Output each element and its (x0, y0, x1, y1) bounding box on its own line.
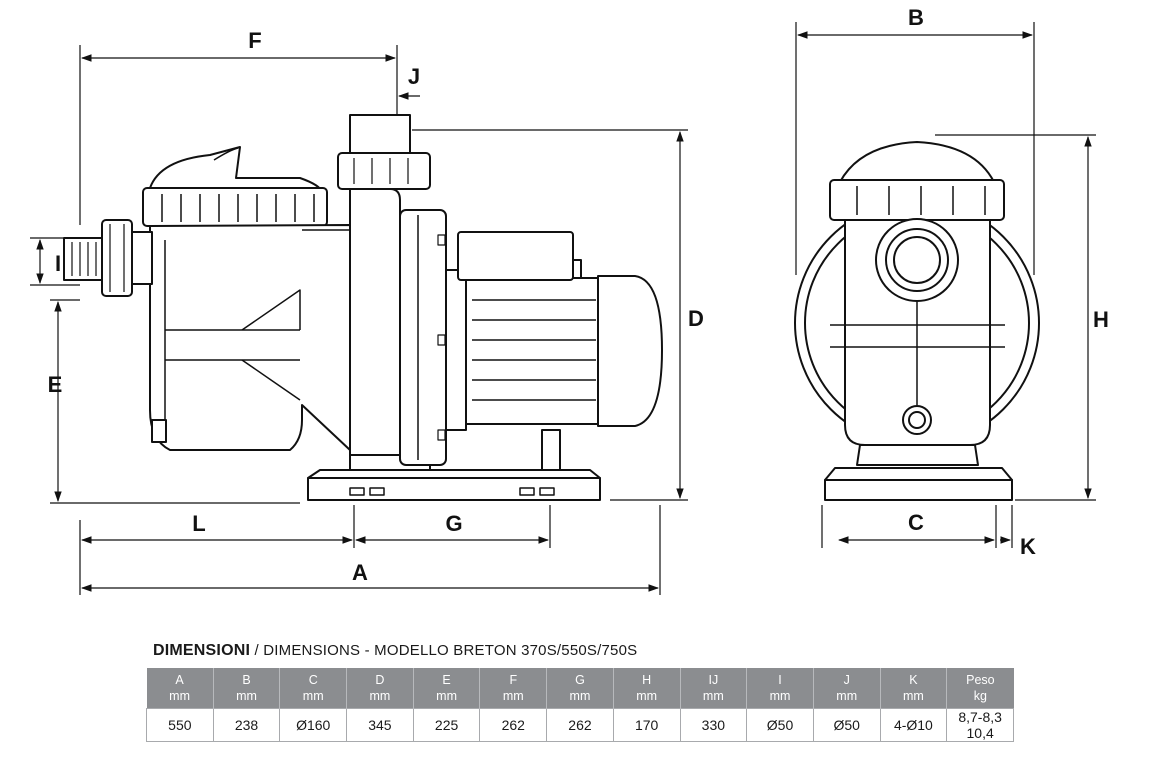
dim-label-f: F (248, 28, 261, 53)
col-unit: mm (302, 689, 324, 703)
col-unit: mm (502, 689, 524, 703)
col-unit: mm (636, 689, 658, 703)
caption-title: DIMENSIONI (153, 642, 251, 659)
pump-side-view (63, 114, 663, 501)
col-unit: kg (973, 689, 987, 703)
dim-label-k: K (1020, 534, 1036, 559)
cell-peso: 8,7-8,3 10,4 (946, 708, 1014, 742)
col-name: A (175, 673, 184, 687)
col-unit: mm (236, 689, 257, 703)
dim-label-c: C (908, 510, 924, 535)
caption-subtitle: / DIMENSIONS - MODELLO BRETON 370S/550S/… (254, 642, 638, 659)
col-unit: mm (702, 689, 724, 703)
dimensions-caption: DIMENSIONI / DIMENSIONS - MODELLO BRETON… (153, 642, 637, 660)
col-name: B (242, 673, 251, 687)
pump-dimension-drawing: F J I E D L G A B H C K (30, 5, 1109, 595)
cell-h: 170 (612, 708, 681, 742)
cell-b: 238 (212, 708, 281, 742)
cell-c: Ø160 (279, 708, 348, 742)
col-name: K (909, 673, 918, 687)
col-name: I (778, 673, 782, 687)
col-unit: mm (569, 689, 591, 703)
col-name: F (509, 673, 518, 687)
dim-label-i: I (55, 251, 61, 276)
dim-label-l: L (192, 511, 205, 536)
col-unit: mm (369, 689, 391, 703)
pump-front-view (794, 141, 1040, 501)
cell-a: 550 (146, 708, 214, 742)
col-header-ij: IJ mm (680, 668, 748, 709)
col-name: J (843, 673, 850, 687)
col-name: C (308, 673, 318, 687)
cell-d: 345 (346, 708, 414, 742)
dim-label-g: G (445, 511, 462, 536)
cell-f: 262 (479, 708, 548, 742)
cell-i: Ø50 (746, 708, 814, 742)
col-unit: mm (902, 689, 924, 703)
cell-j: Ø50 (812, 708, 881, 742)
cell-g: 262 (546, 708, 614, 742)
dim-label-j: J (408, 64, 420, 89)
cell-k: 4-Ø10 (879, 708, 948, 742)
col-name: IJ (708, 673, 719, 687)
dim-label-a: A (352, 560, 368, 585)
col-unit: mm (169, 689, 190, 703)
col-name: D (375, 673, 385, 687)
col-unit: mm (436, 689, 457, 703)
table-row: 550 238 Ø160 345 225 262 262 170 330 Ø50… (146, 708, 1014, 742)
dimension-lines (30, 22, 1096, 595)
col-header-peso: Peso kg (946, 668, 1014, 709)
col-unit: mm (836, 689, 858, 703)
col-unit: mm (769, 689, 791, 703)
col-name: H (642, 673, 652, 687)
col-name: E (442, 673, 451, 687)
cell-ij: 330 (679, 708, 748, 742)
col-name: Peso (966, 673, 995, 687)
dim-label-d: D (688, 306, 704, 331)
dim-label-b: B (908, 5, 924, 30)
dim-label-h: H (1093, 307, 1109, 332)
col-name: G (575, 673, 585, 687)
cell-e: 225 (412, 708, 481, 742)
dim-label-e: E (48, 372, 63, 397)
